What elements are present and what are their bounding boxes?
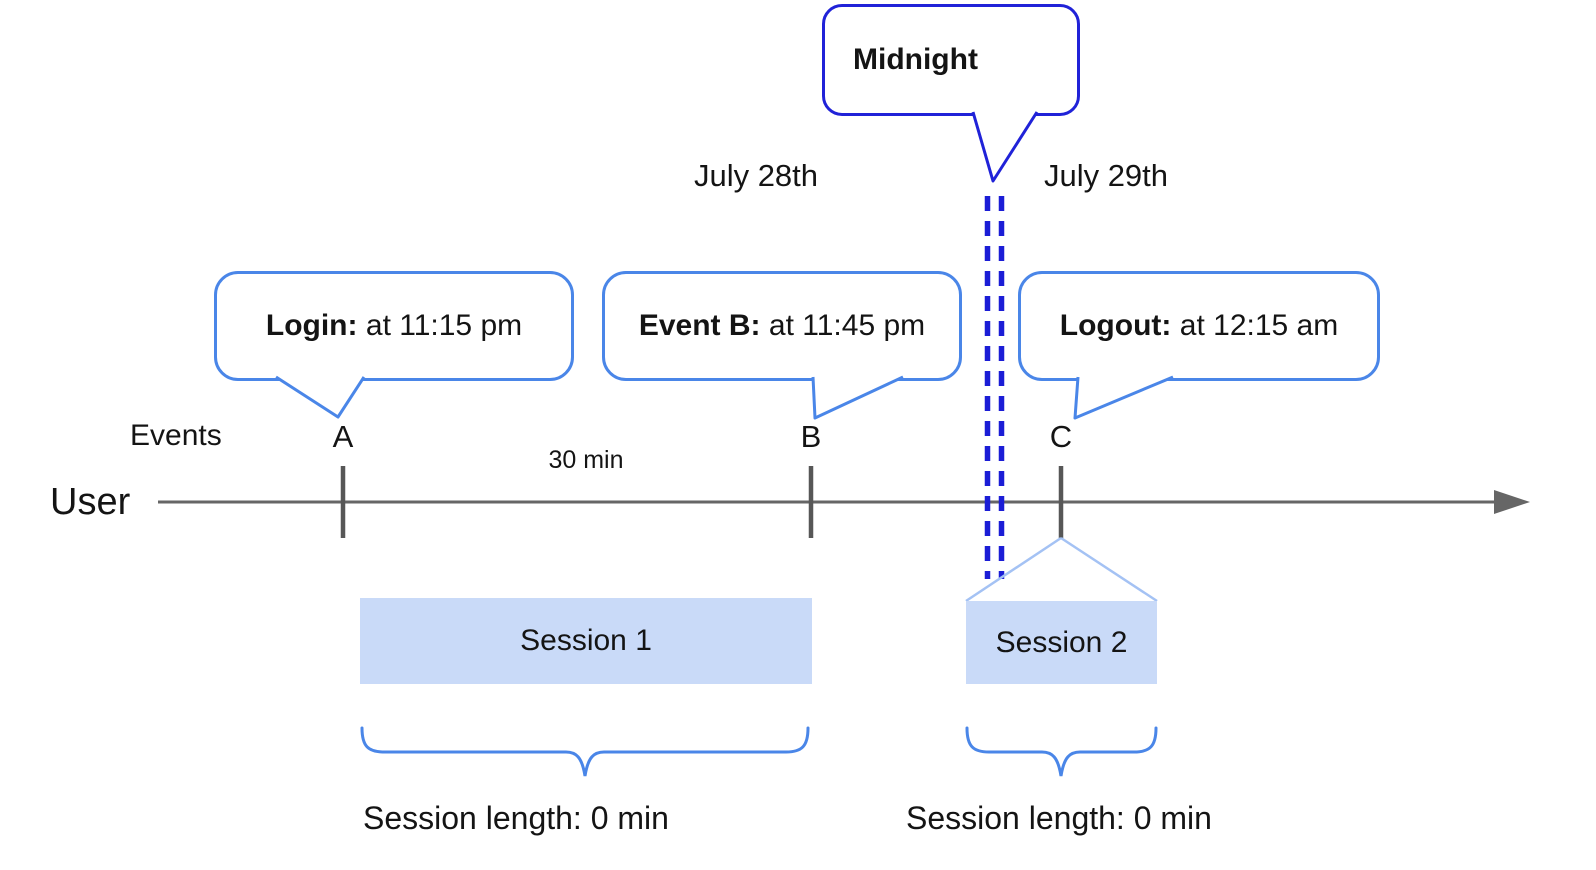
user-row-label: User [50, 481, 131, 523]
midnight-callout: Midnight [822, 4, 1080, 116]
interval-label-30min: 30 min [548, 446, 624, 474]
event-marker-c: C [1049, 419, 1073, 454]
session2-length-brace [965, 726, 1158, 777]
login-callout-title: Login: [265, 309, 358, 342]
logout-callout-tail [1073, 375, 1174, 420]
logout-callout-title: Logout: [1059, 309, 1172, 342]
session1-length-brace [360, 726, 810, 777]
midnight-callout-label: Midnight [853, 43, 978, 76]
eventb-callout-title: Event B: [638, 309, 761, 342]
timeline-arrowhead-icon [1494, 490, 1530, 514]
event-marker-b: B [800, 419, 822, 454]
session2-connector-line-right [1060, 536, 1158, 603]
logout-callout: Logout: at 12:15 am [1018, 271, 1380, 381]
eventb-callout-tail [811, 375, 904, 420]
date-label-july-29: July 29th [1043, 158, 1169, 193]
session2-connector-line-left [965, 536, 1062, 603]
session2-label: Session 2 [995, 625, 1128, 659]
login-callout-detail: at 11:15 pm [365, 309, 523, 342]
events-row-label: Events [130, 419, 222, 452]
event-marker-a: A [332, 419, 354, 454]
session1-box: Session 1 [360, 598, 812, 684]
session2-length-label: Session length: 0 min [906, 800, 1212, 836]
eventb-callout-detail: at 11:45 pm [768, 309, 926, 342]
date-label-july-28: July 28th [693, 158, 819, 193]
session1-length-label: Session length: 0 min [363, 800, 669, 836]
session1-label: Session 1 [520, 624, 652, 657]
eventb-callout: Event B: at 11:45 pm [602, 271, 962, 381]
logout-callout-detail: at 12:15 am [1179, 309, 1339, 342]
login-callout-tail [275, 375, 366, 419]
login-callout: Login: at 11:15 pm [214, 271, 574, 381]
session2-box: Session 2 [966, 601, 1157, 684]
